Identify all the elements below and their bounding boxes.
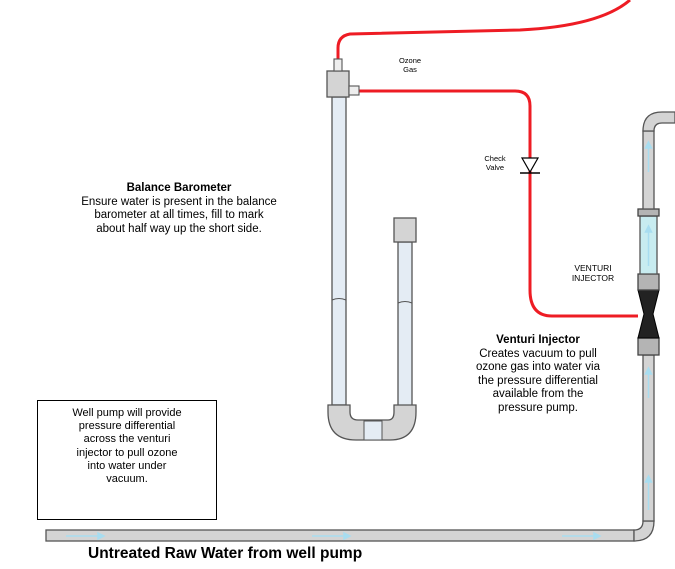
venturi-injector-label-line1: VENTURI xyxy=(574,263,612,273)
barometer-short-cap xyxy=(393,217,417,243)
venturi-note-line4: available from the xyxy=(492,388,584,401)
venturi-note: Venturi Injector Creates vacuum to pull … xyxy=(458,334,618,415)
pump-box-line4: injector to pull ozone xyxy=(76,446,178,459)
barometer-note-line3: about half way up the short side. xyxy=(96,222,262,235)
ozone-gas-label-line2: Gas xyxy=(403,64,417,74)
barometer-long-tube xyxy=(331,96,347,406)
sight-glass-cap xyxy=(637,208,660,217)
check-valve xyxy=(520,157,540,174)
pipe-elbow-bottom xyxy=(633,520,655,542)
flow-arrows xyxy=(66,140,653,541)
ozone-gas-line-lower xyxy=(358,89,638,318)
barometer-short-tube xyxy=(397,241,413,407)
pump-box-line6: vacuum. xyxy=(106,472,148,485)
venturi-note-line2: ozone gas into water via xyxy=(475,361,601,374)
barometer-side-port xyxy=(348,85,360,96)
raw-water-label: Untreated Raw Water from well pump xyxy=(88,545,363,562)
barometer-top-fitting xyxy=(326,70,350,98)
pump-box-line3: across the venturi xyxy=(83,433,171,446)
venturi-note-title: Venturi Injector xyxy=(496,334,580,346)
venturi-note-line3: the pressure differential xyxy=(478,374,598,387)
barometer-note: Balance Barometer Ensure water is presen… xyxy=(44,182,314,236)
pump-box-line1: Well pump will provide xyxy=(72,407,182,419)
check-valve-triangle xyxy=(520,157,540,174)
ozone-gas-label: Ozone Gas xyxy=(388,56,432,75)
barometer-u-window xyxy=(363,420,383,441)
venturi-note-line1: Creates vacuum to pull xyxy=(479,347,597,360)
pump-box-line5: into water under xyxy=(87,459,167,472)
check-valve-label-line2: Valve xyxy=(485,162,505,172)
venturi-injector-label-line2: INJECTOR xyxy=(571,273,615,284)
barometer-note-line1: Ensure water is present in the balance xyxy=(81,195,277,208)
barometer-gas-inlet xyxy=(333,58,343,72)
water-level-mark-long xyxy=(331,298,347,301)
ozone-gas-label-line1: Ozone xyxy=(398,56,422,65)
raw-water-pipe xyxy=(45,111,675,542)
venturi-injector-label: VENTURI INJECTOR xyxy=(558,263,628,283)
ozone-gas-line-upper xyxy=(336,0,631,68)
check-valve-label: Check Valve xyxy=(474,154,516,173)
balance-barometer xyxy=(326,58,417,441)
well-pump-note-box: Well pump will provide pressure differen… xyxy=(37,400,217,520)
water-level-mark-short xyxy=(397,301,413,304)
venturi-upper-fitting xyxy=(637,273,660,291)
pipe-elbow-top xyxy=(642,111,675,132)
venturi-lower-fitting xyxy=(637,337,660,356)
barometer-note-line2: barometer at all times, fill to mark xyxy=(94,209,264,222)
pump-box-line2: pressure differential xyxy=(78,420,176,433)
barometer-note-title: Balance Barometer xyxy=(126,182,232,194)
check-valve-label-line1: Check xyxy=(484,154,506,163)
venturi-injector-body xyxy=(637,289,660,339)
venturi-note-line5: pressure pump. xyxy=(498,401,578,414)
